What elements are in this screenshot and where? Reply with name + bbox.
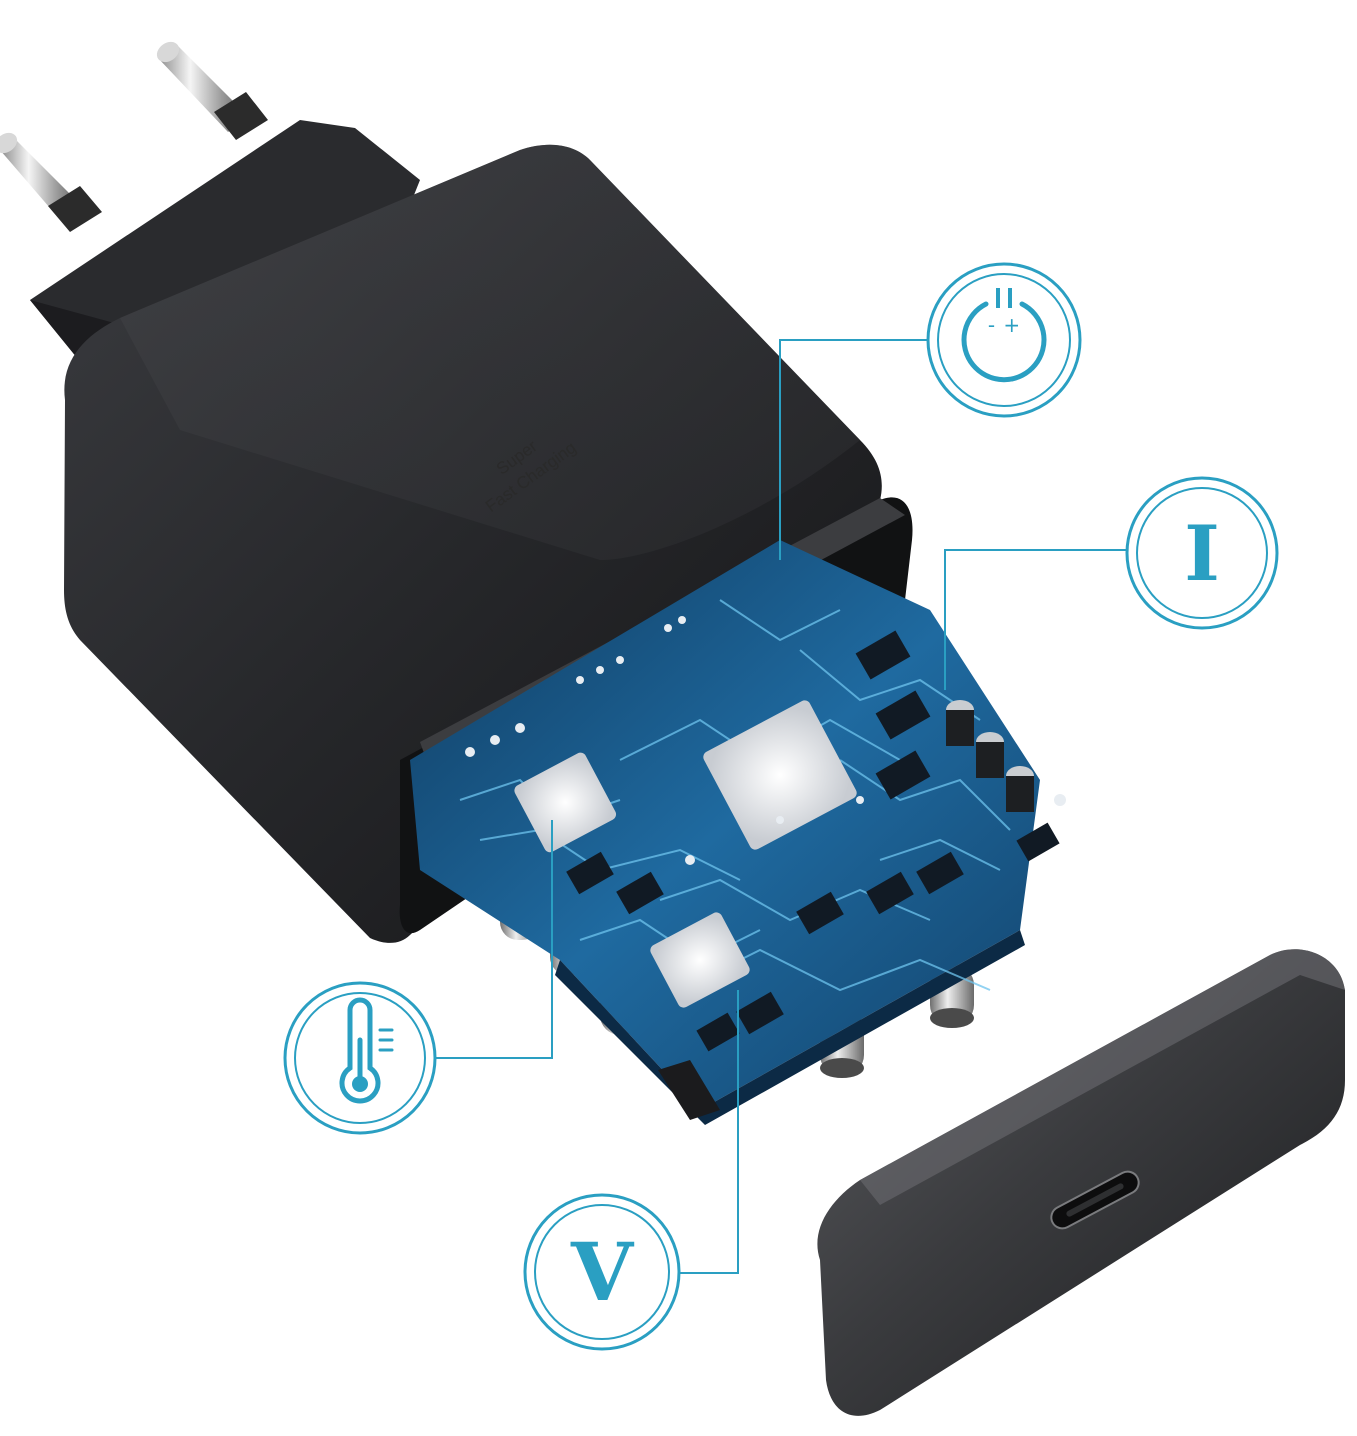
polarity-minus: - bbox=[988, 313, 995, 337]
svg-text:- +: - + bbox=[988, 313, 1020, 337]
power-protection-callout: - + bbox=[926, 262, 1082, 418]
charger-body bbox=[64, 144, 882, 943]
temperature-callout bbox=[283, 981, 437, 1135]
front-cap bbox=[817, 949, 1345, 1416]
voltage-icon: V bbox=[570, 1225, 635, 1319]
temperature-icon bbox=[339, 997, 394, 1104]
plug-pin-back bbox=[156, 41, 268, 140]
circuit-board bbox=[410, 540, 1066, 1125]
polarity-plus: + bbox=[1003, 313, 1020, 337]
current-callout: I bbox=[1125, 476, 1279, 630]
small-capacitors bbox=[946, 700, 1034, 812]
current-icon: I bbox=[1184, 509, 1220, 598]
power-protection-icon: - + bbox=[961, 288, 1047, 383]
voltage-callout: V bbox=[523, 1193, 681, 1351]
callout-lines bbox=[436, 339, 1128, 1274]
plug-pin-front bbox=[0, 132, 102, 232]
usb-c-port-icon bbox=[1050, 1170, 1140, 1230]
